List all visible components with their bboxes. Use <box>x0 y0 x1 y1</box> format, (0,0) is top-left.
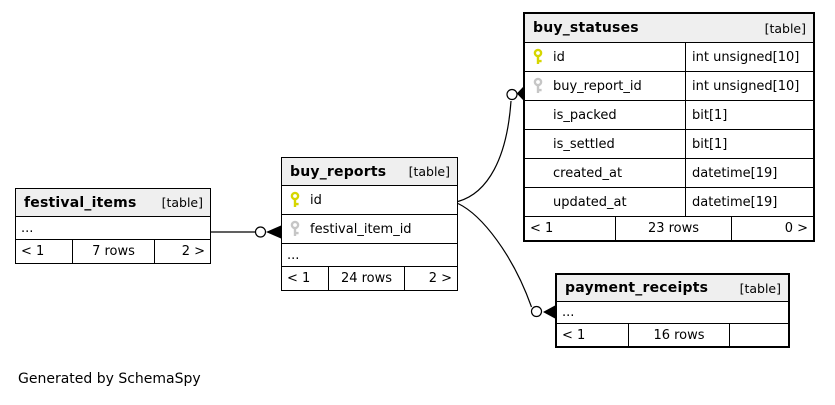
foreign-key-icon <box>290 220 300 236</box>
table-tag: [table] <box>161 195 203 210</box>
table-tag: [table] <box>739 280 781 296</box>
hidden-columns-row: ... <box>557 302 788 324</box>
crowfoot-icon <box>516 87 523 100</box>
column-name: updated_at <box>553 194 627 210</box>
children-count: 0 > <box>731 217 813 240</box>
crowfoot-icon <box>543 305 555 319</box>
table-tag: [table] <box>764 20 806 36</box>
table-node-festival-items[interactable]: festival_items [table] ... < 1 7 rows 2 … <box>15 188 211 264</box>
zero-circle-icon <box>506 88 518 101</box>
relationship-buy-reports-buy-statuses <box>457 87 523 203</box>
table-footer: < 1 23 rows 0 > <box>525 217 813 240</box>
table-name[interactable]: payment_receipts <box>565 280 709 296</box>
zero-circle-icon <box>530 305 543 318</box>
primary-key-icon <box>533 48 543 64</box>
ellipsis-text: ... <box>21 220 34 236</box>
table-name[interactable]: buy_statuses <box>533 20 639 36</box>
parents-count: < 1 <box>530 221 554 236</box>
table-name[interactable]: buy_reports <box>290 163 387 180</box>
table-header[interactable]: payment_receipts [table] <box>557 275 788 302</box>
column-row[interactable]: festival_item_id <box>282 215 457 244</box>
column-type: datetime[19] <box>685 159 813 187</box>
column-name: is_settled <box>553 136 615 152</box>
table-footer: < 1 7 rows 2 > <box>16 240 210 263</box>
relationship-buy-reports-payment-receipts <box>457 202 555 319</box>
ellipsis-text: ... <box>287 247 300 263</box>
table-footer: < 1 16 rows <box>557 324 788 346</box>
table-header[interactable]: buy_reports [table] <box>282 158 457 186</box>
row-count: 16 rows <box>628 324 729 346</box>
column-row[interactable]: updated_at datetime[19] <box>525 188 813 217</box>
row-count: 23 rows <box>615 217 731 240</box>
hidden-columns-row: ... <box>282 244 457 267</box>
foreign-key-icon <box>533 77 543 93</box>
table-tag: [table] <box>408 164 450 179</box>
column-row[interactable]: created_at datetime[19] <box>525 159 813 188</box>
column-name: created_at <box>553 165 623 181</box>
table-footer: < 1 24 rows 2 > <box>282 267 457 290</box>
column-name: is_packed <box>553 107 617 123</box>
column-row[interactable]: is_packed bit[1] <box>525 101 813 130</box>
children-count: 2 > <box>404 267 457 290</box>
parents-count: < 1 <box>562 327 586 343</box>
children-count: 2 > <box>154 240 210 263</box>
column-type: datetime[19] <box>685 188 813 216</box>
relationship-festival-items-buy-reports <box>211 225 281 239</box>
row-count: 7 rows <box>72 240 154 263</box>
zero-circle-icon <box>254 226 267 238</box>
parents-count: < 1 <box>287 271 311 286</box>
table-node-buy-reports[interactable]: buy_reports [table] id festival_item_id <box>281 157 458 291</box>
table-name[interactable]: festival_items <box>24 194 137 211</box>
column-type: int unsigned[10] <box>685 43 813 71</box>
column-type: int unsigned[10] <box>685 72 813 100</box>
column-row[interactable]: buy_report_id int unsigned[10] <box>525 72 813 101</box>
primary-key-icon <box>290 191 300 207</box>
column-type: bit[1] <box>685 130 813 158</box>
column-row[interactable]: id <box>282 186 457 215</box>
generated-note: Generated by SchemaSpy <box>18 371 201 387</box>
row-count: 24 rows <box>328 267 404 290</box>
ellipsis-text: ... <box>562 305 575 320</box>
table-header[interactable]: festival_items [table] <box>16 189 210 217</box>
hidden-columns-row: ... <box>16 217 210 240</box>
column-name: festival_item_id <box>310 221 412 237</box>
table-header[interactable]: buy_statuses [table] <box>525 14 813 43</box>
children-count <box>729 324 788 346</box>
column-name: id <box>310 192 322 208</box>
column-name: buy_report_id <box>553 78 642 94</box>
table-node-buy-statuses[interactable]: buy_statuses [table] id int unsigned[10]… <box>523 12 815 242</box>
parents-count: < 1 <box>21 244 45 259</box>
column-name: id <box>553 49 565 65</box>
column-type: bit[1] <box>685 101 813 129</box>
table-node-payment-receipts[interactable]: payment_receipts [table] ... < 1 16 rows <box>555 273 790 348</box>
crowfoot-icon <box>266 225 281 239</box>
column-row[interactable]: id int unsigned[10] <box>525 43 813 72</box>
column-row[interactable]: is_settled bit[1] <box>525 130 813 159</box>
